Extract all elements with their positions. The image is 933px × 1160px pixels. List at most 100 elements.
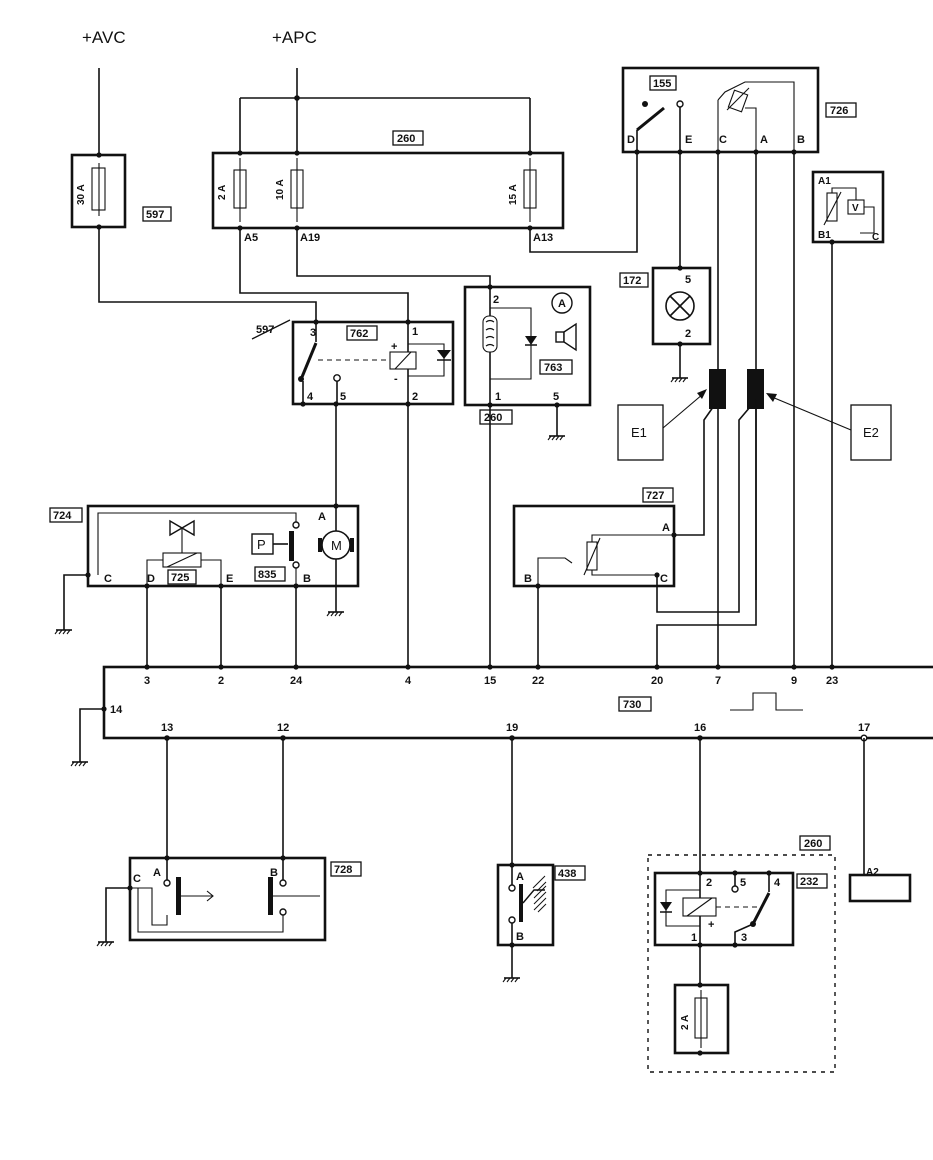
ecu730-pin-12: 12 bbox=[277, 722, 289, 734]
ecu730-top-junction bbox=[293, 664, 299, 670]
speaker-icon bbox=[555, 322, 577, 352]
module763-pin5: 5 bbox=[553, 391, 559, 403]
ref-172: 172 bbox=[623, 275, 641, 287]
gauge-icon bbox=[551, 292, 573, 314]
ecu730-pin-14: 14 bbox=[110, 704, 123, 716]
unit727-pin-c: C bbox=[660, 573, 668, 585]
motor-label: M bbox=[331, 538, 342, 553]
part-right-b1: B1 bbox=[818, 230, 831, 241]
relay762-pin1: 1 bbox=[412, 326, 418, 338]
unit-438 bbox=[496, 863, 555, 947]
unit-728 bbox=[128, 856, 327, 942]
connector-a2 bbox=[848, 873, 912, 903]
ecu730-pin-13: 13 bbox=[161, 722, 173, 734]
connector-e1-label: E1 bbox=[631, 425, 647, 440]
ecu730-pin-22: 22 bbox=[532, 675, 544, 687]
lamp-icon bbox=[665, 291, 695, 321]
ecu730-top-junction bbox=[791, 664, 797, 670]
relay762-plus: + bbox=[391, 341, 397, 353]
unit728-pin-c: C bbox=[133, 873, 141, 885]
unit728-pin-a: A bbox=[153, 867, 161, 879]
ref-763: 763 bbox=[544, 362, 562, 374]
ecu730-pin-16: 16 bbox=[694, 722, 706, 734]
ecu-730 bbox=[102, 665, 933, 740]
ref-260-bottom: 260 bbox=[804, 838, 822, 850]
ref-724: 724 bbox=[53, 510, 72, 522]
sensor155-pin-a: A bbox=[760, 134, 768, 146]
ecu730-pin-7: 7 bbox=[715, 675, 721, 687]
connector-block-e1 bbox=[709, 369, 726, 409]
fuse-box-260 bbox=[211, 151, 565, 230]
sensor155-pin-b: B bbox=[797, 134, 805, 146]
ecu730-top-junction bbox=[144, 664, 150, 670]
relay762-minus: - bbox=[394, 373, 398, 385]
ref-762: 762 bbox=[350, 328, 368, 340]
unit-724 bbox=[86, 504, 360, 588]
ecu730-pin-17: 17 bbox=[858, 722, 870, 734]
relay232-plus: + bbox=[708, 919, 714, 931]
unit727-pin-b: B bbox=[524, 573, 532, 585]
relay762-pin5: 5 bbox=[340, 391, 346, 403]
ref-260-mid: 260 bbox=[484, 412, 502, 424]
ref-232: 232 bbox=[800, 876, 818, 888]
ecu730-top-junction bbox=[535, 664, 541, 670]
part-right-v: V bbox=[852, 203, 859, 214]
ref-260-top: 260 bbox=[397, 133, 415, 145]
ecu730-pin-15: 15 bbox=[484, 675, 496, 687]
ref-438: 438 bbox=[558, 868, 576, 880]
relay-232 bbox=[653, 871, 795, 947]
fuse-15a-label: 15 A bbox=[508, 184, 519, 205]
ecu730-pin-9: 9 bbox=[791, 675, 797, 687]
unit-727 bbox=[512, 504, 676, 588]
ground-icon bbox=[547, 435, 565, 441]
ref-597: 597 bbox=[146, 209, 164, 221]
module763-pin2: 2 bbox=[493, 294, 499, 306]
ecu730-pin-19: 19 bbox=[506, 722, 518, 734]
fuse-30a-label: 30 A bbox=[76, 184, 87, 205]
ecu730-top-junction bbox=[487, 664, 493, 670]
motor-icon: M bbox=[318, 530, 354, 560]
ecu730-pin-4: 4 bbox=[405, 675, 412, 687]
lamp172-pin2: 2 bbox=[685, 328, 691, 340]
ref-727: 727 bbox=[646, 490, 664, 502]
sensor155-pin-e: E bbox=[685, 134, 692, 146]
fuse-10a-label: 10 A bbox=[275, 179, 286, 200]
unit724-pin-d: D bbox=[147, 573, 155, 585]
ref-155: 155 bbox=[653, 78, 671, 90]
relay762-pin2: 2 bbox=[412, 391, 418, 403]
ref-725: 725 bbox=[171, 572, 189, 584]
pulse-icon bbox=[730, 692, 803, 711]
unit724-pin-c: C bbox=[104, 573, 112, 585]
connector-e2-label: E2 bbox=[863, 425, 879, 440]
relay232-pin2: 2 bbox=[706, 877, 712, 889]
ecu730-pin-23: 23 bbox=[826, 675, 838, 687]
part-right-c: C bbox=[872, 232, 879, 243]
sensor-right bbox=[811, 170, 885, 244]
unit438-pin-b: B bbox=[516, 931, 524, 943]
ecu730-pin-3: 3 bbox=[144, 675, 150, 687]
ref-726: 726 bbox=[830, 105, 848, 117]
ref-835: 835 bbox=[258, 569, 276, 581]
unit724-pin-a: A bbox=[318, 511, 326, 523]
ref-728: 728 bbox=[334, 864, 352, 876]
avc-label: +AVC bbox=[82, 28, 126, 47]
pressure-switch-label: P bbox=[257, 537, 266, 552]
fuse-box-260-dashed bbox=[647, 854, 836, 1073]
relay232-pin5: 5 bbox=[740, 877, 746, 889]
pin-a19: A19 bbox=[300, 232, 320, 244]
ecu730-top-junction bbox=[218, 664, 224, 670]
part-right-a1: A1 bbox=[818, 176, 831, 187]
apc-label: +APC bbox=[272, 28, 317, 47]
fuse-2a-bottom-label: 2 A bbox=[680, 1015, 691, 1030]
relay762-pin4: 4 bbox=[307, 391, 314, 403]
pressure-switch-icon: P bbox=[251, 531, 294, 561]
lamp172-pin5: 5 bbox=[685, 274, 691, 286]
ecu730-top-junction bbox=[654, 664, 660, 670]
relay232-pin1: 1 bbox=[691, 932, 697, 944]
module763-pin1: 1 bbox=[495, 391, 501, 403]
ecu730-pin-24: 24 bbox=[290, 675, 303, 687]
relay232-pin4: 4 bbox=[774, 877, 781, 889]
relay762-pin3: 3 bbox=[310, 327, 316, 339]
